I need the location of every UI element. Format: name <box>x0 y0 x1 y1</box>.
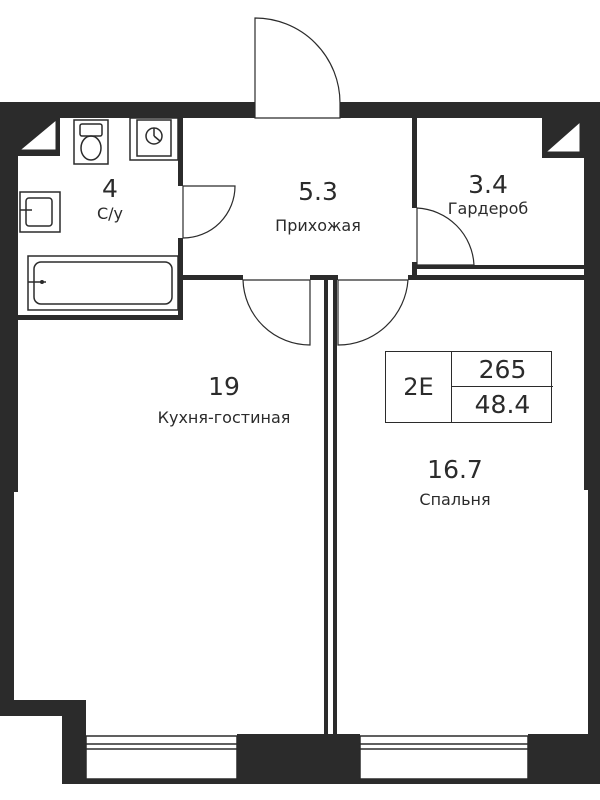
wardrobe-area: 3.4 <box>468 170 508 199</box>
entrance-door <box>254 17 341 119</box>
washing-machine-icon <box>129 117 179 161</box>
kitchen-area: 19 <box>208 372 240 401</box>
column-hatches <box>18 118 581 153</box>
bathroom-door <box>182 185 236 239</box>
windows <box>85 735 529 780</box>
kitchen-name: Кухня-гостиная <box>157 408 291 427</box>
wardrobe-name: Гардероб <box>447 199 529 218</box>
interior-walls <box>18 118 584 735</box>
bathroom-name: С/у <box>96 204 124 223</box>
wardrobe-door <box>416 207 475 266</box>
bedroom-area: 16.7 <box>427 455 483 484</box>
bathroom-area: 4 <box>102 174 118 203</box>
toilet-icon <box>73 119 109 165</box>
kitchen-door <box>242 279 311 346</box>
hall-name: Прихожая <box>275 216 361 235</box>
apartment-number: 265 <box>452 352 553 387</box>
apartment-code: 2E <box>386 352 452 422</box>
bedroom-name: Спальня <box>419 490 491 509</box>
bedroom-door <box>337 279 409 346</box>
apartment-total-area: 48.4 <box>474 390 531 419</box>
sink-icon <box>19 191 61 233</box>
apartment-badge: 2E 265 48.4 <box>385 351 553 423</box>
bathtub-icon <box>27 255 179 311</box>
hall-area: 5.3 <box>298 177 338 206</box>
